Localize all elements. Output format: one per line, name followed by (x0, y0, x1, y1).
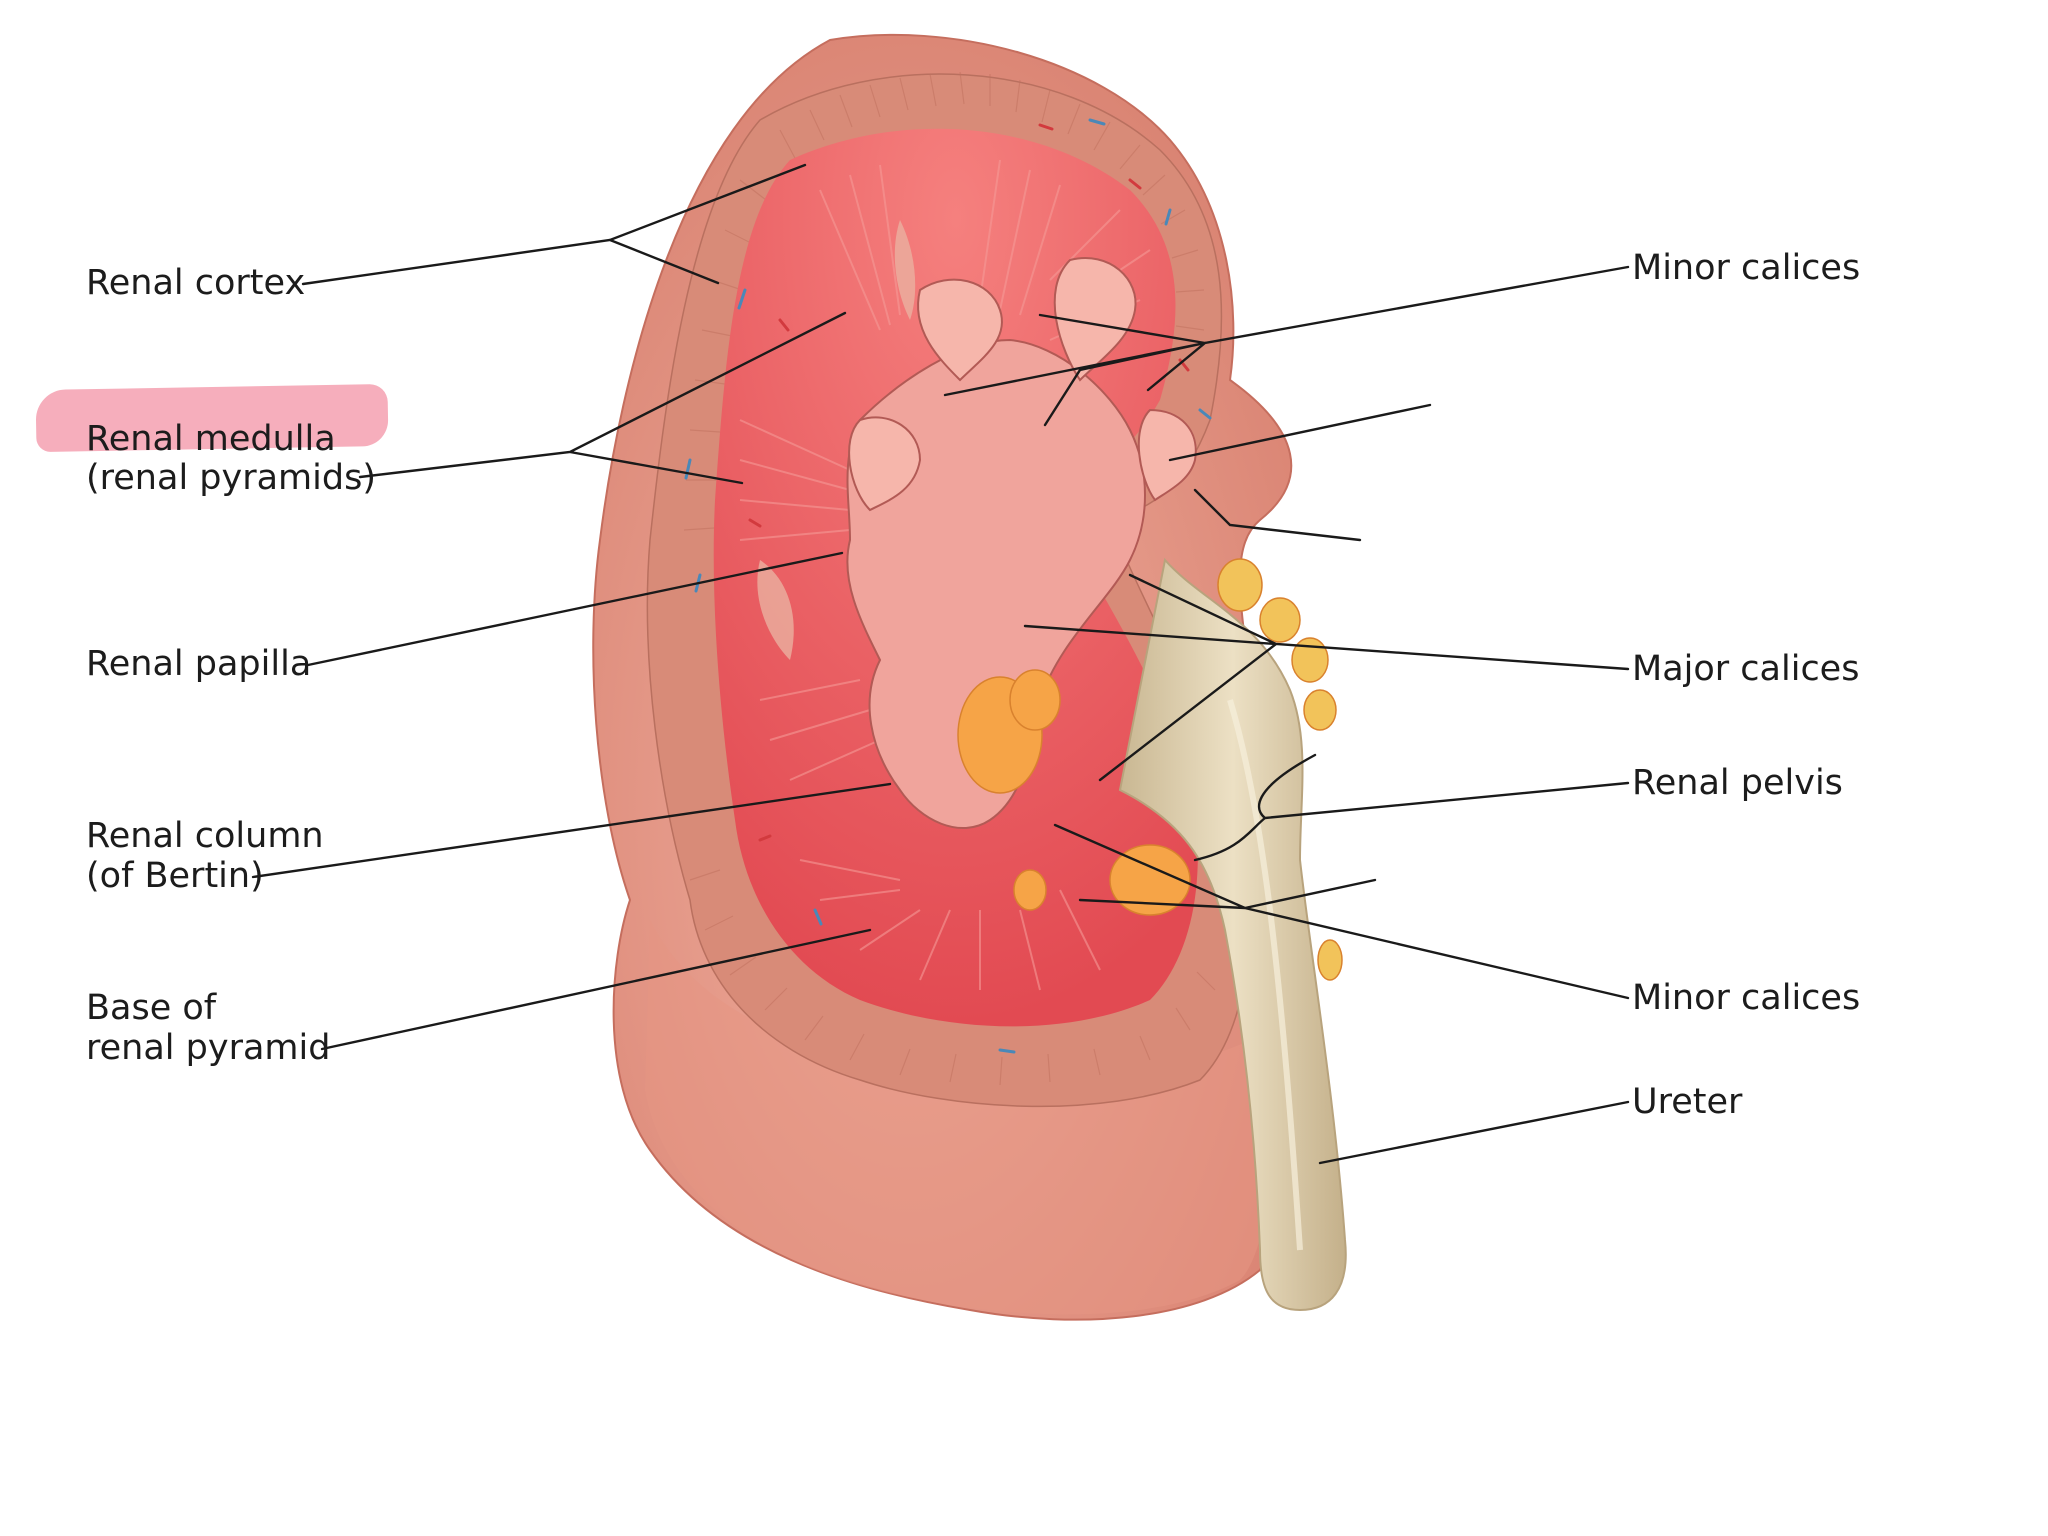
leader-ureter (1318, 1100, 1630, 1165)
leader-base-of-pyramid (320, 928, 872, 1051)
leader-renal-papilla (306, 551, 844, 667)
label-renal-cortex: Renal cortex (86, 263, 306, 303)
minor-calyx-cup-1 (917, 278, 1003, 382)
leader-lines (251, 163, 1630, 1165)
sinus-fat (957, 558, 1343, 981)
label-renal-papilla: Renal papilla (86, 644, 312, 684)
leader-renal-column (251, 782, 892, 879)
label-renal-pelvis: Renal pelvis (1632, 763, 1843, 803)
minor-calyx-cup-4 (1137, 408, 1197, 502)
leader-minor-calices-bottom (1053, 823, 1630, 1000)
label-of-bertin: (of Bertin) (86, 856, 264, 896)
leader-renal-cortex (301, 163, 807, 286)
renal-column-2 (894, 220, 916, 320)
label-renal-medulla: Renal medulla (86, 419, 336, 459)
kidney-lower-pole (645, 920, 1269, 1315)
leader-renal-medulla (358, 311, 847, 485)
label-base-of: Base of (86, 988, 217, 1028)
ureter-highlight (1227, 699, 1303, 1251)
label-renal-column: Renal column (86, 816, 324, 856)
label-ureter: Ureter (1632, 1082, 1743, 1122)
label-major-calices: Major calices (1632, 649, 1860, 689)
label-minor-calices-bottom: Minor calices (1632, 978, 1861, 1018)
leader-minor-calices-top-2 (1168, 403, 1432, 542)
cortical-vessels-red (748, 123, 1190, 842)
leader-minor-calices-top (943, 265, 1630, 427)
renal-column-1 (757, 560, 794, 660)
label-renal-pyramid: renal pyramid (86, 1028, 331, 1068)
leader-major-calices (1023, 573, 1630, 782)
minor-calyx-cup-3 (848, 416, 922, 512)
leader-renal-pelvis (1193, 753, 1630, 862)
label-renal-pyramids: (renal pyramids) (86, 458, 376, 498)
label-minor-calices-top: Minor calices (1632, 248, 1861, 288)
minor-calyx-cup-2 (1053, 257, 1137, 382)
